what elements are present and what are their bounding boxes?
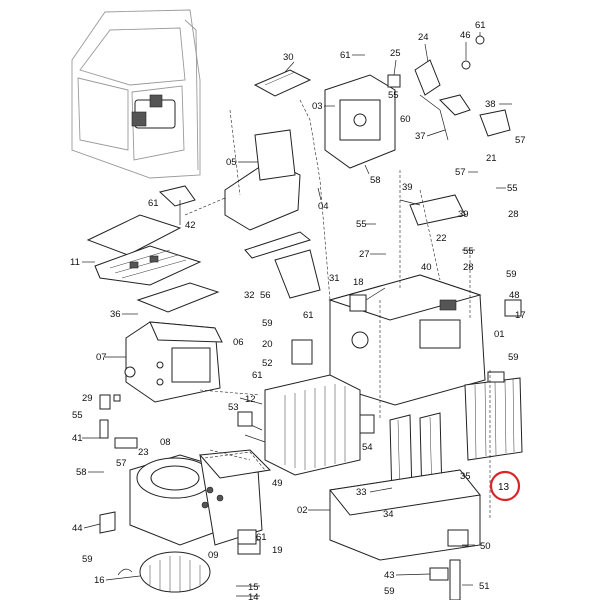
- callout-08: 08: [160, 437, 171, 448]
- callout-48: 48: [509, 290, 520, 301]
- callout-38: 38: [485, 99, 496, 110]
- callout-42: 42: [185, 220, 196, 231]
- callout-60: 60: [400, 114, 411, 125]
- callout-20: 20: [262, 339, 273, 350]
- part-13-highlight: 13: [489, 470, 521, 502]
- callout-59: 59: [82, 554, 93, 565]
- callout-15: 15: [248, 582, 259, 593]
- link-parts-24-38: [387, 35, 511, 141]
- callout-54: 54: [362, 442, 373, 453]
- callout-61: 61: [252, 370, 263, 381]
- callout-17: 17: [515, 310, 526, 321]
- callout-27: 27: [359, 249, 370, 260]
- callout-16: 16: [94, 575, 105, 586]
- callout-59: 59: [384, 586, 395, 597]
- callout-52: 52: [262, 358, 273, 369]
- callout-61: 61: [303, 310, 314, 321]
- callout-labels: 30 61 25 24 46 61 03 55 60 38 37 57 21 0…: [70, 20, 526, 600]
- callout-49: 49: [272, 478, 283, 489]
- callout-57: 57: [515, 135, 526, 146]
- callout-57: 57: [116, 458, 127, 469]
- blower-fan-16: [117, 551, 211, 593]
- callout-51: 51: [479, 581, 490, 592]
- callout-03: 03: [312, 101, 323, 112]
- callout-07: 07: [96, 352, 107, 363]
- small-brackets-left: [99, 394, 261, 555]
- callout-50: 50: [480, 541, 491, 552]
- callout-12: 12: [245, 394, 256, 405]
- callout-59: 59: [262, 318, 273, 329]
- callout-41: 41: [72, 433, 83, 444]
- leader-lines: [82, 32, 512, 597]
- lower-case-02: [329, 469, 481, 561]
- callout-58: 58: [370, 175, 381, 186]
- connector-30: [253, 69, 312, 97]
- callout-19: 19: [272, 545, 283, 556]
- callout-46: 46: [460, 30, 471, 41]
- blower-motor-08: [129, 454, 263, 546]
- callout-04: 04: [318, 201, 329, 212]
- callout-02: 02: [297, 505, 308, 516]
- callout-61: 61: [148, 198, 159, 209]
- cab-outline-illustration: [71, 9, 201, 179]
- callout-23: 23: [138, 447, 149, 458]
- case-07: [124, 321, 223, 403]
- misc-small-parts: [237, 231, 522, 581]
- duct-05: [224, 129, 301, 231]
- callout-55: 55: [356, 219, 367, 230]
- callout-31: 31: [329, 273, 340, 284]
- callout-61: 61: [256, 532, 267, 543]
- callout-21: 21: [486, 153, 497, 164]
- callout-53: 53: [228, 402, 239, 413]
- callout-40: 40: [421, 262, 432, 273]
- condenser-13: [464, 371, 523, 461]
- callout-30: 30: [283, 52, 294, 63]
- callout-61: 61: [475, 20, 486, 31]
- callout-58: 58: [76, 467, 87, 478]
- callout-22: 22: [436, 233, 447, 244]
- callout-25: 25: [390, 48, 401, 59]
- callout-59: 59: [506, 269, 517, 280]
- callout-35: 35: [460, 471, 471, 482]
- pipe-51: [449, 559, 461, 600]
- callout-36: 36: [110, 309, 121, 320]
- callout-43: 43: [384, 570, 395, 581]
- callout-44: 44: [72, 523, 83, 534]
- callout-06: 06: [233, 337, 244, 348]
- highlight-label: 13: [498, 482, 510, 493]
- lever-39: [399, 194, 466, 226]
- callout-28: 28: [463, 262, 474, 273]
- callout-24: 24: [418, 32, 429, 43]
- callout-29: 29: [82, 393, 93, 404]
- callout-34: 34: [383, 509, 394, 520]
- gasket-49: [198, 449, 272, 479]
- reference-lines: [184, 99, 491, 520]
- callout-57: 57: [455, 167, 466, 178]
- callout-11: 11: [70, 257, 80, 268]
- callout-18: 18: [353, 277, 364, 288]
- upper-case-01: [328, 274, 486, 406]
- callout-05: 05: [226, 157, 237, 168]
- callout-01: 01: [494, 329, 505, 340]
- callout-39: 39: [458, 209, 469, 220]
- callout-55: 55: [388, 90, 399, 101]
- callout-59: 59: [508, 352, 519, 363]
- callout-56: 56: [260, 290, 271, 301]
- callout-55: 55: [507, 183, 518, 194]
- callout-37: 37: [415, 131, 426, 142]
- callout-61: 61: [340, 50, 351, 61]
- callout-09: 09: [208, 550, 219, 561]
- actuator-03: [324, 74, 396, 169]
- callout-28: 28: [508, 209, 519, 220]
- highlight-circle: [489, 470, 521, 502]
- callout-55: 55: [72, 410, 83, 421]
- callout-32: 32: [244, 290, 255, 301]
- callout-39: 39: [402, 182, 413, 193]
- callout-33: 33: [356, 487, 367, 498]
- filter-assembly-11: [86, 185, 220, 313]
- callout-55: 55: [463, 246, 474, 257]
- heater-core-12: [239, 374, 361, 476]
